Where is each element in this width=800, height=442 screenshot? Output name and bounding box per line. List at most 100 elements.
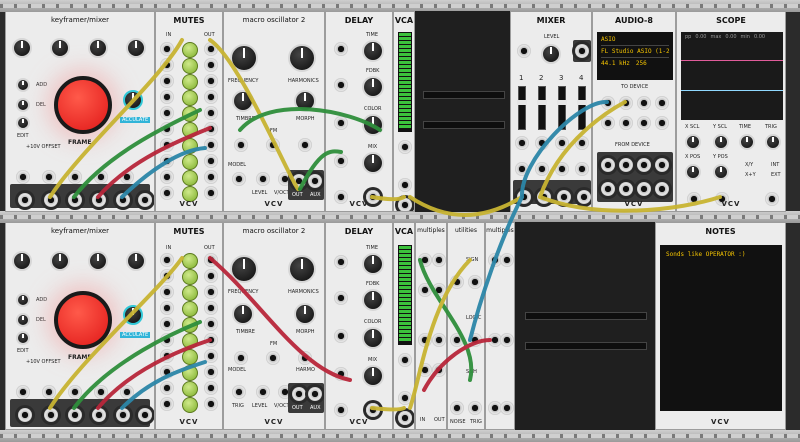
harmonics-knob[interactable] (288, 255, 316, 283)
mixer-cv-jack[interactable] (517, 44, 531, 58)
trig-knob[interactable] (765, 134, 781, 150)
mute-out-jack[interactable] (204, 186, 218, 200)
mult-out-jack[interactable] (432, 253, 446, 267)
mixer-ch1-out[interactable] (517, 190, 531, 204)
keyframer-mix-out[interactable] (18, 193, 32, 207)
timbre-knob[interactable] (232, 303, 254, 325)
from-device-jack-7[interactable] (637, 182, 651, 196)
mix-cv-jack[interactable] (334, 367, 348, 381)
mute-in-jack[interactable] (160, 253, 174, 267)
mute-out-jack[interactable] (204, 122, 218, 136)
mute-in-jack[interactable] (160, 301, 174, 315)
vca-in-jack[interactable] (398, 178, 412, 192)
keyframer-knob-1[interactable] (12, 38, 32, 58)
keyframer-out3[interactable] (92, 408, 106, 422)
xplusy-mode-label[interactable]: X+Y (745, 172, 756, 178)
util-noise-jack[interactable] (450, 401, 464, 415)
mute-in-jack[interactable] (160, 317, 174, 331)
keyframer-ch1-jack[interactable] (42, 385, 56, 399)
keyframer-knob-2[interactable] (50, 38, 70, 58)
keyframer-ch2-jack[interactable] (68, 385, 82, 399)
keyframer-knob-4[interactable] (126, 38, 146, 58)
keyframer-knob-3[interactable] (88, 38, 108, 58)
mute-toggle-button[interactable] (182, 42, 198, 58)
device-value[interactable]: FL Studio ASIO (1-2 (601, 46, 669, 58)
to-device-jack-2[interactable] (619, 96, 633, 110)
fdbk-cv-jack[interactable] (334, 291, 348, 305)
mute-toggle-button[interactable] (182, 269, 198, 285)
time-knob[interactable] (362, 40, 384, 62)
timbre-knob[interactable] (232, 90, 254, 112)
keyframer-button-edit[interactable] (16, 331, 30, 345)
y-pos-knob[interactable] (713, 164, 729, 180)
morph-cv-jack[interactable] (298, 138, 312, 152)
delay-out-jack[interactable] (366, 403, 380, 417)
mute-in-jack[interactable] (160, 90, 174, 104)
mute-in-jack[interactable] (160, 138, 174, 152)
mute-out-jack[interactable] (204, 381, 218, 395)
mute-out-jack[interactable] (204, 285, 218, 299)
frame-cv-knob[interactable] (123, 90, 143, 110)
keyframer-button-del[interactable] (16, 313, 30, 327)
mult2-out-jack[interactable] (488, 401, 502, 415)
mute-out-jack[interactable] (204, 333, 218, 347)
model-jack[interactable] (232, 172, 246, 186)
mute-out-jack[interactable] (204, 90, 218, 104)
fdbk-cv-jack[interactable] (334, 78, 348, 92)
keyframer-ch4-jack[interactable] (120, 385, 134, 399)
fdbk-knob[interactable] (362, 76, 384, 98)
mute-toggle-button[interactable] (182, 122, 198, 138)
osc-aux-jack[interactable] (308, 387, 322, 401)
vca-out-jack[interactable] (398, 411, 412, 425)
to-device-jack-8[interactable] (655, 116, 669, 130)
mute-out-jack[interactable] (204, 397, 218, 411)
ext-trig-label[interactable]: EXT (771, 172, 781, 178)
keyframer-button-add[interactable] (16, 78, 30, 92)
fm-cv-jack[interactable] (266, 351, 280, 365)
mult-in-jack[interactable] (418, 333, 432, 347)
from-device-jack-8[interactable] (655, 182, 669, 196)
mute-in-jack[interactable] (160, 381, 174, 395)
vca-out-jack[interactable] (398, 198, 412, 211)
time-knob[interactable] (362, 253, 384, 275)
keyframer-knob-4[interactable] (126, 251, 146, 271)
color-cv-jack[interactable] (334, 116, 348, 130)
keyframer-knob-3[interactable] (88, 251, 108, 271)
block-size-value[interactable]: 256 (635, 60, 647, 67)
delay-in-jack[interactable] (334, 190, 348, 204)
mute-out-jack[interactable] (204, 365, 218, 379)
mute-toggle-button[interactable] (182, 74, 198, 90)
x-scale-knob[interactable] (685, 134, 701, 150)
trig-jack[interactable] (232, 385, 246, 399)
to-device-jack-6[interactable] (619, 116, 633, 130)
mute-in-jack[interactable] (160, 122, 174, 136)
mixer-cv2-jack[interactable] (535, 162, 549, 176)
mute-toggle-button[interactable] (182, 381, 198, 397)
from-device-jack-2[interactable] (619, 158, 633, 172)
keyframer-out3[interactable] (92, 193, 106, 207)
keyframer-out2[interactable] (68, 408, 82, 422)
keyframer-all-jack[interactable] (16, 170, 30, 184)
keyframer-ch4-jack[interactable] (120, 170, 134, 184)
keyframer-button-add[interactable] (16, 293, 30, 307)
x-pos-knob[interactable] (685, 164, 701, 180)
mute-out-jack[interactable] (204, 106, 218, 120)
keyframer-step-out[interactable] (138, 193, 152, 207)
mixer-cv4-jack[interactable] (575, 162, 589, 176)
notes-textarea[interactable]: Sonds like OPERATOR :) (660, 245, 782, 411)
from-device-jack-3[interactable] (637, 158, 651, 172)
sample-rate-value[interactable]: 44.1 kHz (601, 60, 630, 67)
ch1-fader[interactable] (517, 86, 527, 130)
vca-cv-jack[interactable] (398, 140, 412, 154)
keyframer-step-out[interactable] (138, 408, 152, 422)
mix-knob[interactable] (362, 152, 384, 174)
mute-in-jack[interactable] (160, 333, 174, 347)
mixer-cv3-jack[interactable] (555, 162, 569, 176)
mute-out-jack[interactable] (204, 58, 218, 72)
mixer-cv1-jack[interactable] (515, 162, 529, 176)
mute-in-jack[interactable] (160, 186, 174, 200)
keyframer-all-jack[interactable] (16, 385, 30, 399)
xy-mode-label[interactable]: X/Y (745, 162, 754, 168)
keyframer-out1[interactable] (44, 408, 58, 422)
mute-in-jack[interactable] (160, 58, 174, 72)
